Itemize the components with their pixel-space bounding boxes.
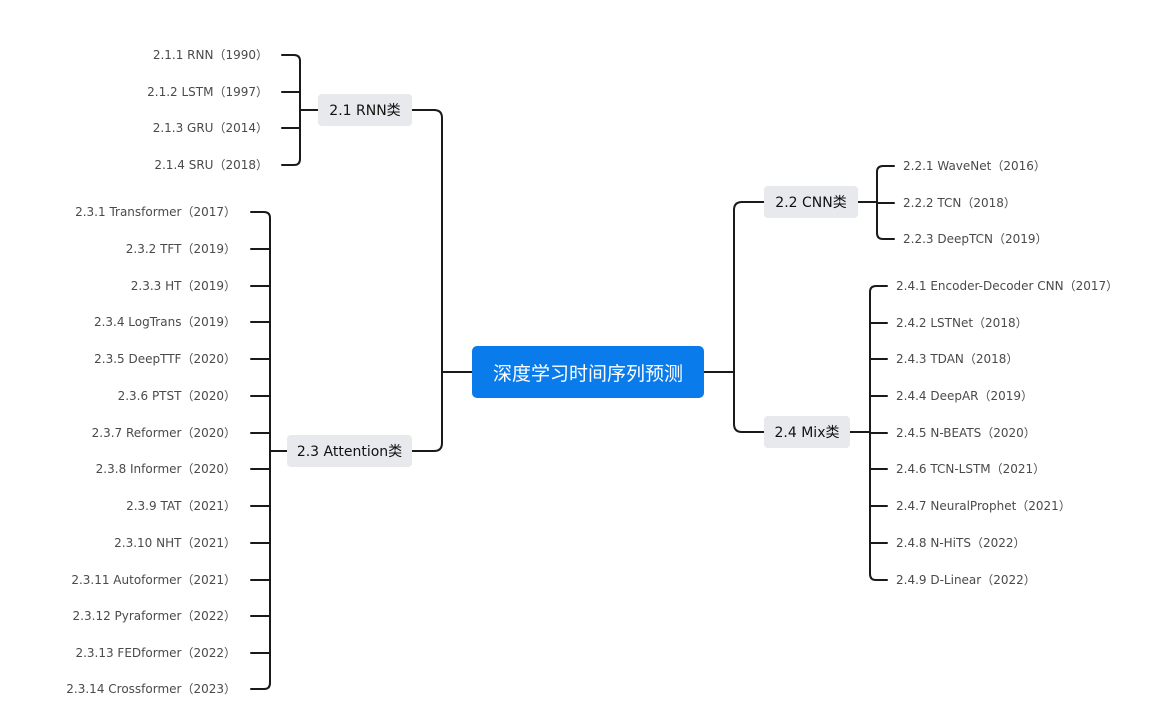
connector-root-cnn <box>703 201 765 373</box>
connector-root-attention <box>411 371 443 452</box>
connector-root-mix <box>733 371 765 433</box>
root-label: 深度学习时间序列预测 <box>492 362 683 385</box>
category-mix-label: 2.4 Mix类 <box>774 425 840 441</box>
root-node[interactable]: 深度学习时间序列预测 <box>472 346 704 398</box>
category-attention-label: 2.3 Attention类 <box>296 444 403 460</box>
connector-root-rnn <box>411 109 473 373</box>
leaf-attention-item[interactable]: 2.3.14 Crossformer（2023） <box>66 682 236 696</box>
leaf-mix-item[interactable]: 2.4.2 LSTNet（2018） <box>896 316 1028 330</box>
leaf-attention-item[interactable]: 2.3.4 LogTrans（2019） <box>93 315 236 329</box>
leaf-attention-item[interactable]: 2.3.2 TFT（2019） <box>125 242 236 256</box>
leaf-attention-item[interactable]: 2.3.9 TAT（2021） <box>126 499 236 513</box>
leaf-attention-item[interactable]: 2.3.12 Pyraformer（2022） <box>72 609 236 623</box>
category-cnn-label: 2.2 CNN类 <box>775 195 847 211</box>
category-cnn[interactable]: 2.2 CNN类 <box>764 186 858 218</box>
category-mix[interactable]: 2.4 Mix类 <box>764 416 850 448</box>
bracket-attention <box>250 211 271 690</box>
leaf-mix-item[interactable]: 2.4.3 TDAN（2018） <box>896 352 1019 366</box>
category-rnn-label: 2.1 RNN类 <box>329 103 401 119</box>
leaf-mix-item[interactable]: 2.4.6 TCN-LSTM（2021） <box>896 462 1046 476</box>
leaf-cnn-item[interactable]: 2.2.2 TCN（2018） <box>903 196 1016 210</box>
leaf-rnn-item[interactable]: 2.1.1 RNN（1990） <box>152 48 268 62</box>
leaf-attention-item[interactable]: 2.3.13 FEDformer（2022） <box>75 646 236 660</box>
leaf-mix-item[interactable]: 2.4.1 Encoder-Decoder CNN（2017） <box>896 279 1119 293</box>
leaf-cnn-item[interactable]: 2.2.3 DeepTCN（2019） <box>903 232 1048 246</box>
leaf-attention-item[interactable]: 2.3.5 DeepTTF（2020） <box>94 352 236 366</box>
leaf-rnn-item[interactable]: 2.1.4 SRU（2018） <box>154 158 268 172</box>
bracket-rnn <box>281 54 301 166</box>
category-rnn[interactable]: 2.1 RNN类 <box>318 94 412 126</box>
leaf-attention-item[interactable]: 2.3.11 Autoformer（2021） <box>71 573 236 587</box>
leaf-mix-item[interactable]: 2.4.9 D-Linear（2022） <box>896 573 1036 587</box>
leaf-attention-item[interactable]: 2.3.10 NHT（2021） <box>114 536 236 550</box>
leaf-attention-item[interactable]: 2.3.1 Transformer（2017） <box>75 205 236 219</box>
leaf-attention-item[interactable]: 2.3.7 Reformer（2020） <box>91 426 236 440</box>
leaf-cnn-item[interactable]: 2.2.1 WaveNet（2016） <box>903 159 1046 173</box>
leaf-attention-item[interactable]: 2.3.3 HT（2019） <box>130 279 236 293</box>
leaf-mix-item[interactable]: 2.4.8 N-HiTS（2022） <box>896 536 1026 550</box>
leaf-rnn-item[interactable]: 2.1.3 GRU（2014） <box>152 121 268 135</box>
leaf-mix-item[interactable]: 2.4.7 NeuralProphet（2021） <box>896 499 1071 513</box>
category-attention[interactable]: 2.3 Attention类 <box>287 435 412 467</box>
leaf-attention-item[interactable]: 2.3.6 PTST（2020） <box>117 389 236 403</box>
leaf-mix-item[interactable]: 2.4.5 N-BEATS（2020） <box>896 426 1036 440</box>
leaf-attention-item[interactable]: 2.3.8 Informer（2020） <box>95 462 236 476</box>
leaf-mix-item[interactable]: 2.4.4 DeepAR（2019） <box>896 389 1034 403</box>
leaf-rnn-item[interactable]: 2.1.2 LSTM（1997） <box>147 85 268 99</box>
